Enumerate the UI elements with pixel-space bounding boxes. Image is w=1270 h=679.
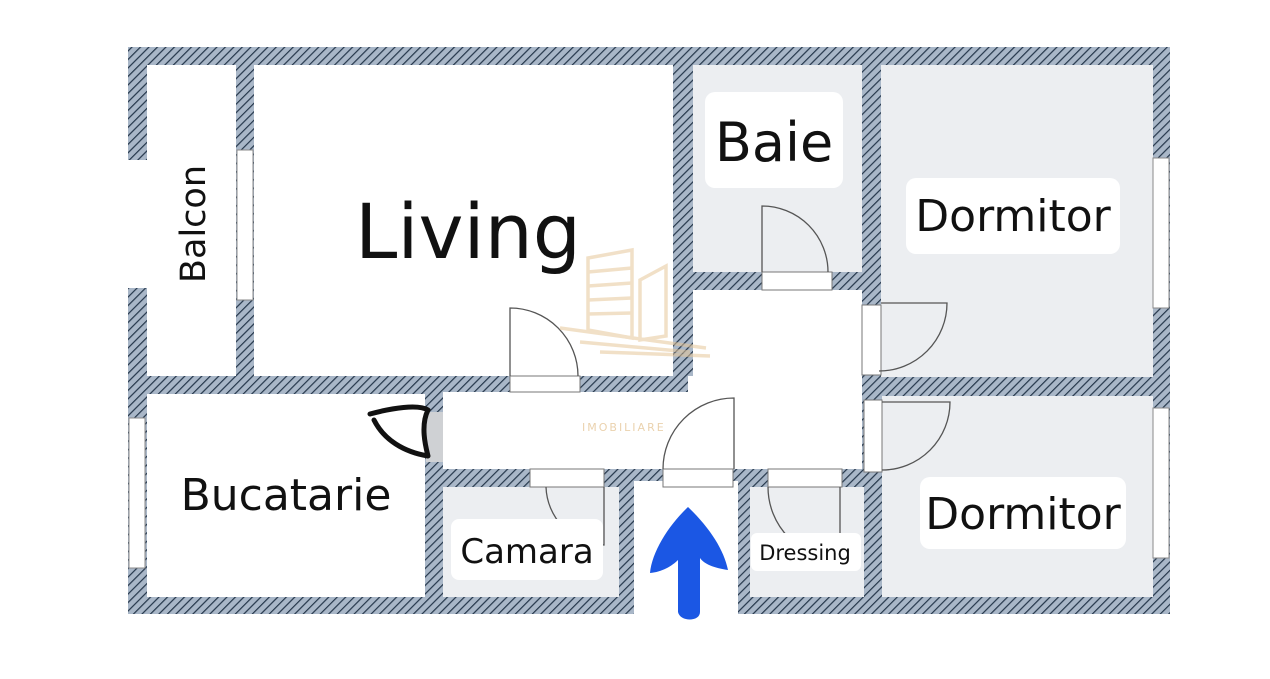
room-label-dressing: Dressing [759,541,851,565]
windows [128,149,1170,569]
window-bucatarie [128,417,146,569]
door-living [509,307,579,377]
room-label-dormitor-2: Dormitor [925,489,1121,540]
up-arrow-icon [650,507,728,620]
room-label-dormitor-1: Dormitor [915,191,1111,242]
window-balcon-living [236,149,254,301]
watermark-text: IMOBILIARE [582,421,666,434]
building-logo-icon [559,247,711,358]
label-boxes [451,92,1126,580]
room-label-bucatarie: Bucatarie [181,470,392,521]
window-dormitor-2 [1152,407,1170,559]
room-label-balcon: Balcon [174,165,214,283]
window-dormitor-1 [1152,157,1170,309]
room-label-baie: Baie [715,111,833,174]
door-dormitor-2 [881,401,951,471]
door-hol [662,397,735,470]
room-label-living: Living [355,187,581,276]
kitchen-marker [367,404,431,459]
door-dormitor-1 [878,302,948,372]
door-baie [761,205,829,273]
door-frames [426,271,883,488]
room-label-camara: Camara [460,532,593,572]
